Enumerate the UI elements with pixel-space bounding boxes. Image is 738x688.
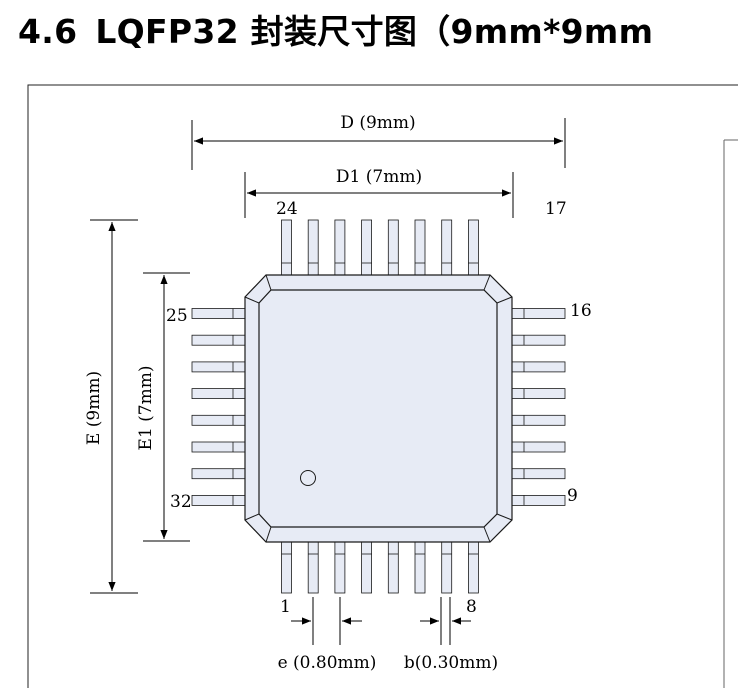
dimension-d1: D1 (7mm) <box>244 167 514 218</box>
lead-17 <box>467 219 479 276</box>
lead-27 <box>191 361 246 373</box>
dimension-pitch-e: e (0.80mm) <box>278 597 377 673</box>
lead-15 <box>511 334 566 346</box>
dim-e-pitch-label: e (0.80mm) <box>278 653 377 673</box>
lead-30 <box>191 441 246 453</box>
lead-16 <box>511 308 566 319</box>
lead-3 <box>334 541 346 594</box>
pin-label-16: 16 <box>570 301 592 321</box>
pin-label-32: 32 <box>170 492 192 512</box>
lead-2 <box>307 541 319 594</box>
drawing-frame <box>27 84 738 688</box>
section-heading: 4.6 LQFP32 封装尺寸图（9mm*9mm <box>18 10 653 54</box>
lead-21 <box>361 219 373 276</box>
section-title: LQFP32 封装尺寸图（9mm*9mm <box>95 12 654 51</box>
lead-1 <box>281 541 292 594</box>
dimension-d: D (9mm) <box>191 113 566 170</box>
lead-6 <box>414 541 426 594</box>
package-top-face <box>258 289 498 528</box>
pin-label-8: 8 <box>466 597 477 617</box>
lead-18 <box>441 219 453 276</box>
pin-label-1: 1 <box>280 597 291 617</box>
lead-10 <box>511 468 566 480</box>
lead-11 <box>511 441 566 453</box>
lead-12 <box>511 414 566 426</box>
lead-7 <box>441 541 453 594</box>
dim-e1-label: E1 (7mm) <box>136 366 156 451</box>
dim-e-label: E (9mm) <box>84 371 104 445</box>
lead-29 <box>191 414 246 426</box>
side-table <box>723 139 738 688</box>
lead-31 <box>191 468 246 480</box>
body-corner-bevels <box>244 274 513 543</box>
dim-d-label: D (9mm) <box>340 113 415 133</box>
dimension-e1: E1 (7mm) <box>136 272 190 542</box>
lead-22 <box>334 219 346 276</box>
lead-4 <box>361 541 373 594</box>
lead-28 <box>191 388 246 400</box>
section-number: 4.6 <box>18 12 78 51</box>
pin-number-labels: 24 17 25 16 32 9 1 8 <box>166 199 592 617</box>
lead-32 <box>191 494 246 506</box>
lead-26 <box>191 334 246 346</box>
pin-label-25: 25 <box>166 306 188 326</box>
lead-24 <box>281 219 292 276</box>
pin1-marker <box>300 470 316 486</box>
lead-25 <box>191 308 246 319</box>
pin-label-9: 9 <box>567 486 578 506</box>
lead-13 <box>511 388 566 400</box>
dim-b-label: b(0.30mm) <box>404 653 498 673</box>
lead-9 <box>511 494 566 506</box>
lead-20 <box>387 219 399 276</box>
pin-label-17: 17 <box>545 199 567 219</box>
dimension-e: E (9mm) <box>84 219 138 594</box>
dim-d1-label: D1 (7mm) <box>336 167 422 187</box>
pin-label-24: 24 <box>276 199 298 219</box>
lead-5 <box>387 541 399 594</box>
lead-8 <box>467 541 479 594</box>
lead-14 <box>511 361 566 373</box>
lead-23 <box>307 219 319 276</box>
dimension-lead-width-b: b(0.30mm) <box>404 597 498 673</box>
lead-19 <box>414 219 426 276</box>
